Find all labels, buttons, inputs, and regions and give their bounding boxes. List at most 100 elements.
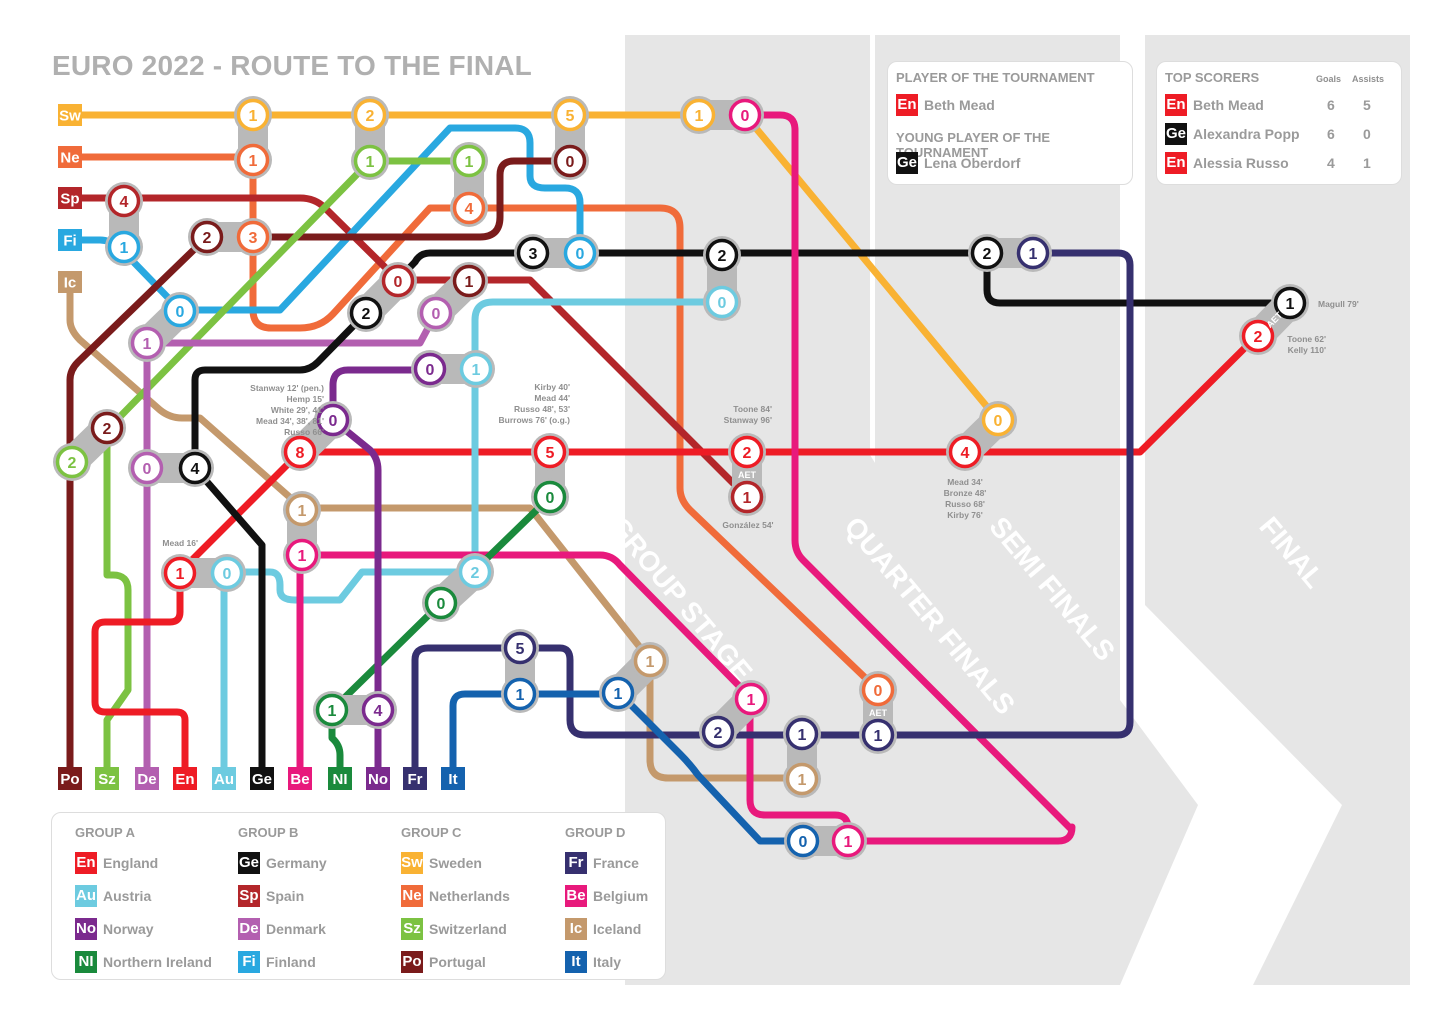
match-node: 20 [703,236,741,321]
score: 3 [249,230,258,247]
team-name: Spain [266,887,305,904]
young-name: Lena Oberdorf [924,154,1021,171]
team-name: Iceland [593,920,642,937]
match-node: 11 [234,96,272,179]
terminal-fi: Fi [58,229,82,251]
score: 2 [103,421,112,438]
score: 0 [576,246,585,263]
scorer-assists: 0 [1363,125,1371,142]
terminal-po: Po [58,767,82,790]
stage-bands [625,35,1410,985]
terminal-ge: Ge [250,767,274,790]
goal-annotation: Stanway 12' (pen.)Hemp 15'White 29', 41'… [250,383,324,437]
score: 1 [743,490,752,507]
terminal-ne: Ne [58,146,82,168]
svg-text:Po: Po [60,771,79,788]
group-heading: GROUP C [401,825,462,840]
svg-text:Au: Au [214,771,234,788]
aet-label: AET [869,708,888,718]
score: 1 [366,154,375,171]
score: 1 [298,548,307,565]
match-node: 12 [699,680,770,751]
team-name: Norway [103,920,154,937]
score: 1 [328,703,337,720]
score: 0 [426,362,435,379]
score: 2 [743,445,752,462]
score: 4 [961,445,970,462]
svg-text:Sw: Sw [59,108,81,125]
goal-annotation: Magull 79' [1318,299,1359,309]
group-heading: GROUP A [75,825,135,840]
svg-text:Ge: Ge [252,771,272,788]
score: 1 [874,728,883,745]
score: 1 [465,154,474,171]
score: 5 [546,445,555,462]
terminal-be: Be [288,767,312,790]
scorer-name: Beth Mead [1193,96,1264,113]
score: 1 [298,503,307,520]
svg-text:NI: NI [333,771,348,788]
score: 2 [362,306,371,323]
match-node: 14 [450,142,488,227]
match-node: 11 [283,491,321,574]
score: 8 [296,445,305,462]
score: 1 [516,687,525,704]
score: 0 [437,596,446,613]
score: 0 [741,108,750,125]
line-au [220,298,726,783]
score: 4 [374,703,383,720]
scorer-goals: 6 [1327,96,1335,113]
score: 1 [176,566,185,583]
team-chip: En [1165,93,1187,116]
score: 1 [844,834,853,851]
team-chip: Sz [401,917,423,940]
team-chip: It [565,950,587,973]
team-chip: En [75,851,97,874]
goal-annotation: González 54' [722,520,773,530]
team-chip: Sp [238,884,260,907]
score: 0 [799,834,808,851]
score: 0 [329,413,338,430]
score: 2 [471,565,480,582]
young-heading: YOUNG PLAYER OF THE TOURNAMENT [896,130,1051,160]
svg-text:Be: Be [290,771,309,788]
score: 2 [718,248,727,265]
scorer-name: Alexandra Popp [1193,125,1300,142]
match-node: 80 [281,401,352,471]
group-heading: GROUP D [565,825,626,840]
top-scorers-heading: TOP SCORERS [1165,70,1260,85]
team-chip: Fi [238,950,260,973]
terminal-it: It [441,767,465,790]
goals-col: Goals [1316,74,1342,84]
score: 1 [120,240,129,257]
svg-text:Ne: Ne [60,150,79,167]
svg-text:No: No [368,771,388,788]
match-node: 22 [53,409,126,481]
goal-annotation: Mead 34'Bronze 48'Russo 68'Kirby 76' [944,477,987,520]
score: 1 [695,108,704,125]
svg-text:Fi: Fi [63,233,76,250]
score: 1 [1029,246,1038,263]
team-name: Sweden [429,854,482,871]
svg-text:Sz: Sz [98,771,116,788]
goal-annotation: Kirby 40'Mead 44'Russo 48', 53'Burrows 7… [499,382,571,425]
match-node: 20 [422,553,494,622]
team-chip: Fr [565,851,587,874]
score: 5 [516,641,525,658]
team-name: Italy [593,953,622,970]
line-ge [191,249,1294,783]
player-name: Beth Mead [924,96,995,113]
